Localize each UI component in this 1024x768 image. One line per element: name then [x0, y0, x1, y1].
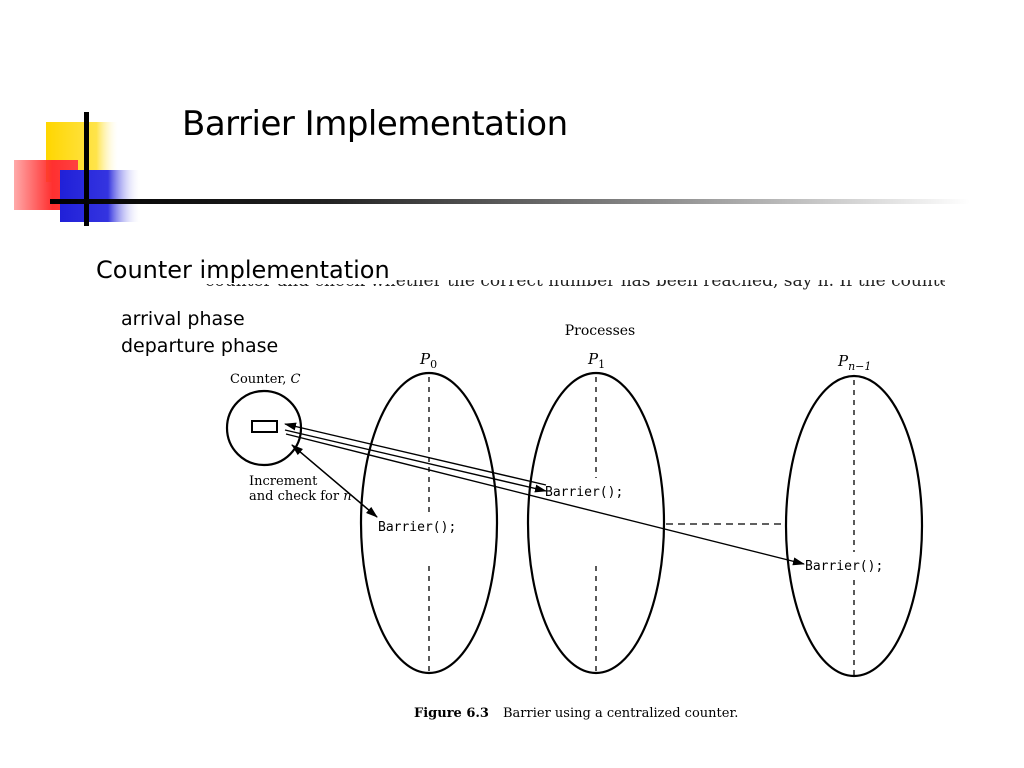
process-ellipse-p0 — [359, 371, 499, 675]
process-label-pn-1: Pn−1 — [837, 352, 871, 373]
blue-block — [60, 170, 140, 222]
arrow-p0-to-counter — [291, 444, 378, 518]
process-label-p1: P1 — [587, 350, 605, 371]
title-rule — [50, 199, 970, 204]
scanned-text-line: counter and check whether the correct nu… — [205, 280, 945, 291]
barrier-call-p1: Barrier(); — [545, 485, 623, 500]
process-ellipse-pn-1 — [784, 374, 924, 678]
processes-label: Processes — [565, 323, 636, 339]
bullet-arrival-phase: arrival phase — [121, 308, 245, 330]
increment-label-line2: and check for n — [249, 489, 352, 504]
section-heading: Counter implementation — [96, 256, 396, 284]
arrow-counter-to-p1 — [284, 429, 547, 493]
process-label-p0: P0 — [419, 350, 437, 371]
increment-label-line1: Increment — [249, 474, 318, 489]
counter-label: Counter, C — [230, 372, 301, 387]
scanned-text-fragment: counter and check whether the correct nu… — [205, 280, 945, 298]
slide-title: Barrier Implementation — [182, 104, 568, 144]
bullet-departure-phase: departure phase — [121, 335, 279, 357]
counter-circle — [225, 389, 303, 467]
arrow-counter-to-pn-1 — [285, 433, 805, 566]
counter-register — [251, 420, 278, 433]
slide-decoration — [14, 112, 140, 226]
process-ellipse-p1 — [526, 371, 666, 675]
barrier-call-pn-1: Barrier(); — [805, 559, 883, 574]
vertical-bar — [84, 112, 89, 226]
arrow-p1-to-counter — [284, 422, 547, 486]
barrier-call-p0: Barrier(); — [378, 520, 456, 535]
